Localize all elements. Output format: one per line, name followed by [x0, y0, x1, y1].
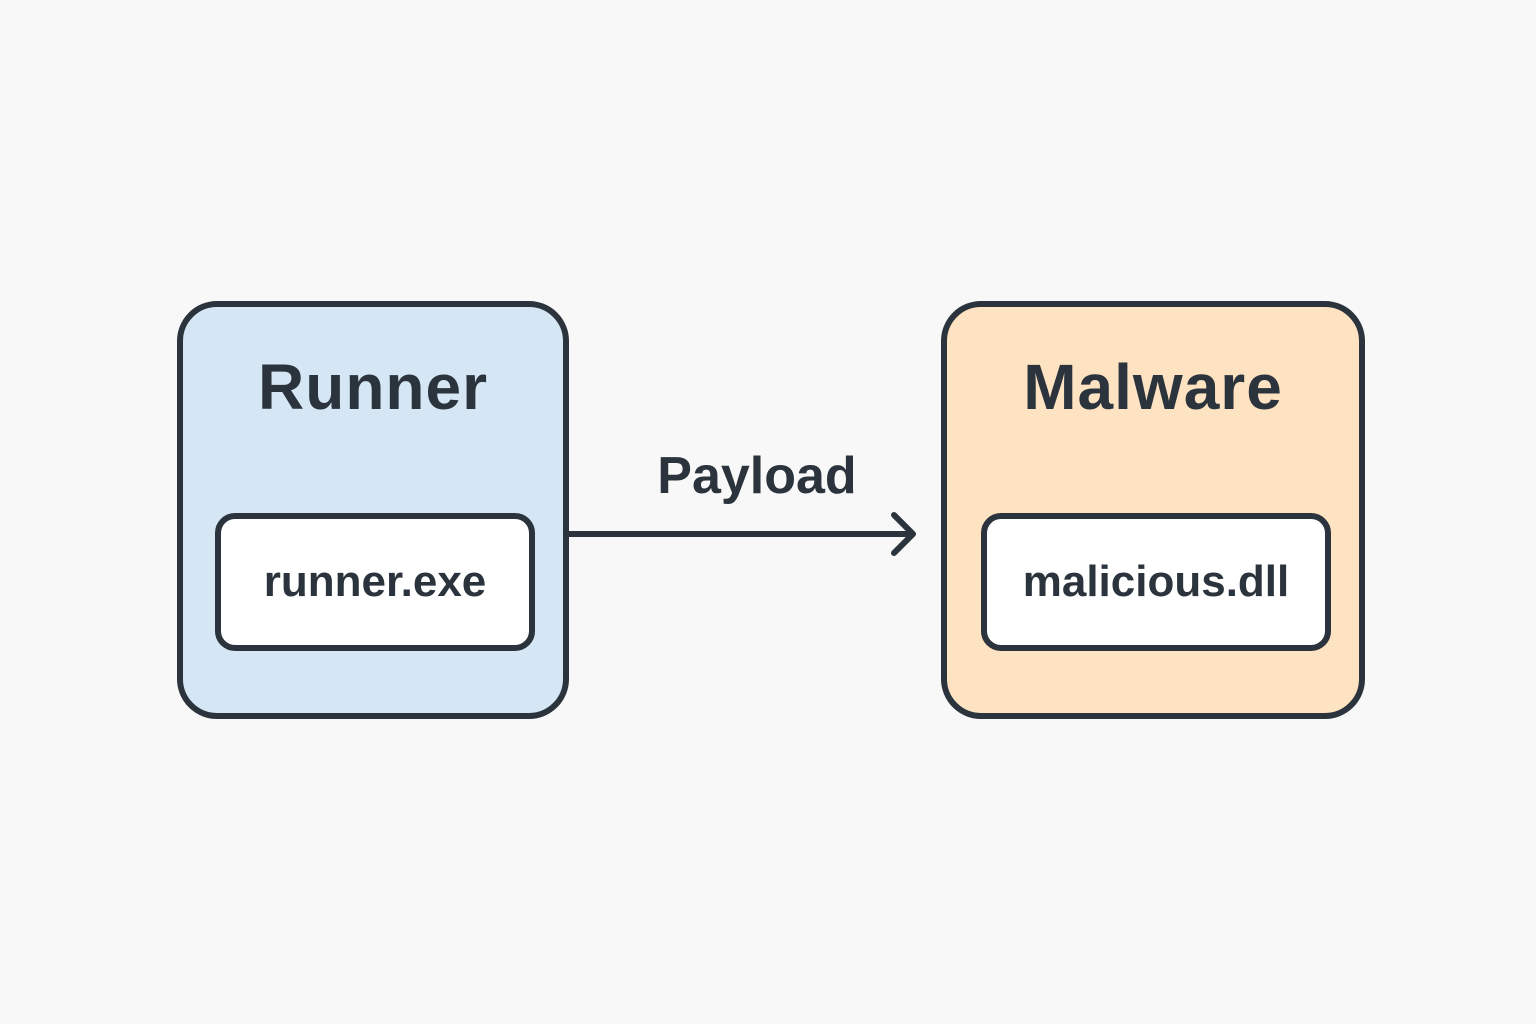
malware-file-label: malicious.dll [1022, 557, 1290, 606]
runner-file-box: runner.exe [215, 513, 535, 651]
malware-title: Malware [1023, 351, 1283, 423]
malware-node: Malware malicious.dll [941, 301, 1365, 719]
payload-arrowhead [891, 512, 916, 556]
runner-title: Runner [258, 351, 488, 423]
runner-node: Runner runner.exe [177, 301, 569, 719]
runner-file-label: runner.exe [263, 557, 487, 606]
payload-label: Payload [657, 447, 857, 505]
malware-file-box: malicious.dll [981, 513, 1331, 651]
